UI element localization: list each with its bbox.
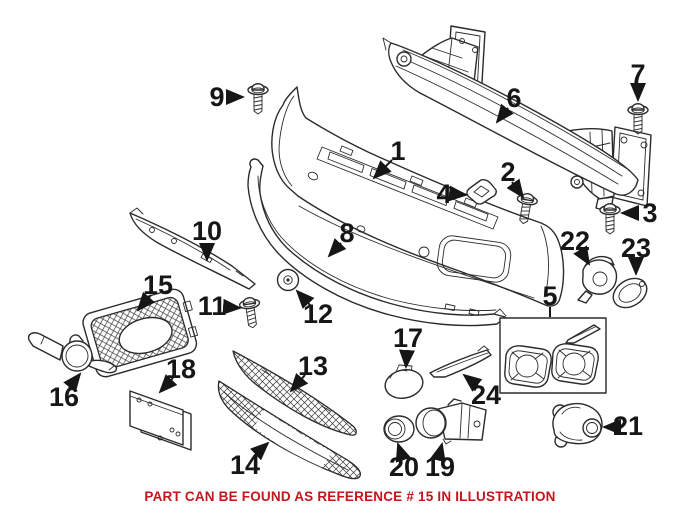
callout-17: 17 bbox=[393, 323, 423, 369]
callout-16-number: 16 bbox=[49, 382, 79, 412]
callout-12: 12 bbox=[295, 289, 333, 329]
callout-1-number: 1 bbox=[390, 136, 405, 166]
callout-7: 7 bbox=[630, 59, 646, 102]
part-14-lower-center-grille bbox=[217, 380, 362, 480]
part-5-bracket-kit bbox=[499, 317, 607, 394]
callout-17-number: 17 bbox=[393, 323, 423, 353]
callout-19: 19 bbox=[425, 442, 455, 482]
callout-11-number: 11 bbox=[198, 291, 227, 321]
callout-9-number: 9 bbox=[209, 82, 224, 112]
part-9-screw bbox=[247, 83, 269, 115]
callout-6: 6 bbox=[495, 83, 522, 124]
callout-11: 11 bbox=[198, 291, 242, 321]
part-7-screw bbox=[627, 103, 649, 135]
reference-note: PART CAN BE FOUND AS REFERENCE # 15 IN I… bbox=[144, 489, 556, 504]
part-1-bumper-cover bbox=[271, 86, 565, 307]
part-11-screw bbox=[238, 295, 264, 330]
callout-2: 2 bbox=[500, 157, 525, 199]
callout-7-number: 7 bbox=[630, 59, 645, 89]
part-8-lower-trim-strip bbox=[247, 158, 507, 327]
callout-15-number: 15 bbox=[143, 270, 173, 300]
callout-23-number: 23 bbox=[621, 233, 651, 263]
part-12-grommet bbox=[276, 268, 300, 292]
part-17-washer-cover-cap bbox=[384, 364, 424, 399]
part-16-grille-bracket bbox=[27, 332, 118, 374]
part-10-support-strip bbox=[129, 207, 256, 290]
callout-16: 16 bbox=[49, 372, 82, 412]
callout-9: 9 bbox=[209, 82, 245, 112]
callout-22-number: 22 bbox=[560, 226, 590, 256]
callout-24: 24 bbox=[462, 373, 501, 410]
callout-21-number: 21 bbox=[613, 411, 643, 441]
callout-5-number: 5 bbox=[542, 281, 557, 311]
callout-4-number: 4 bbox=[436, 179, 451, 209]
part-19-park-sensor bbox=[415, 398, 487, 445]
callout-3-number: 3 bbox=[642, 198, 657, 228]
callout-18: 18 bbox=[158, 354, 196, 394]
callout-15: 15 bbox=[136, 270, 173, 312]
callout-3: 3 bbox=[620, 198, 658, 228]
callout-22: 22 bbox=[560, 226, 591, 266]
part-3-screw bbox=[599, 203, 621, 235]
part-18-license-plate-bracket bbox=[129, 390, 192, 451]
callout-20: 20 bbox=[389, 442, 419, 482]
callout-4: 4 bbox=[436, 179, 468, 209]
callout-19-number: 19 bbox=[425, 452, 455, 482]
callout-14: 14 bbox=[230, 441, 270, 480]
callout-8-number: 8 bbox=[339, 218, 354, 248]
callout-21: 21 bbox=[602, 411, 643, 441]
callout-5: 5 bbox=[542, 281, 558, 317]
callout-8: 8 bbox=[327, 218, 355, 258]
part-22-washer-nozzle bbox=[577, 255, 618, 304]
part-23-nozzle-gasket bbox=[612, 277, 648, 309]
callout-1: 1 bbox=[372, 136, 406, 180]
callout-10: 10 bbox=[192, 216, 222, 262]
part-21-front-camera bbox=[552, 402, 603, 448]
callouts: 1 2 3 4 5 6 7 8 bbox=[49, 59, 658, 482]
callout-20-number: 20 bbox=[389, 452, 419, 482]
callout-23: 23 bbox=[621, 233, 651, 276]
part-4-clip bbox=[466, 179, 497, 205]
part-24-trim-strip bbox=[429, 345, 492, 378]
callout-10-number: 10 bbox=[192, 216, 222, 246]
callout-6-number: 6 bbox=[506, 83, 521, 113]
part-20-retainer-ring bbox=[383, 415, 415, 443]
callout-13: 13 bbox=[289, 351, 328, 393]
